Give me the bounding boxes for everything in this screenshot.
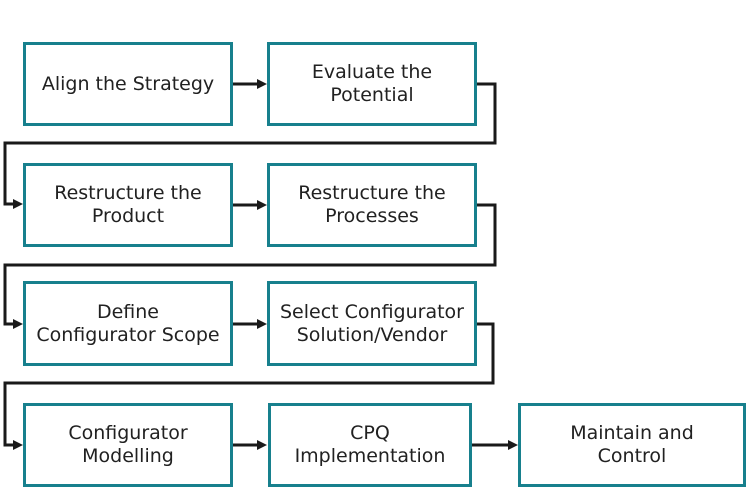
step-label: Select Configurator Solution/Vendor (280, 300, 464, 346)
step-box-cpq-implementation: CPQ Implementation (268, 403, 472, 487)
step-label: CPQ Implementation (294, 422, 446, 467)
step-label: Align the Strategy (41, 72, 215, 95)
wrap-connector-step2-to-step3 (3, 82, 497, 209)
step-box-restructure-the-product: Restructure the Product (23, 163, 233, 247)
step-box-configurator-modelling: Configurator Modelling (23, 403, 233, 487)
step-box-select-configurator-solution-vendor: Select Configurator Solution/Vendor (267, 281, 477, 366)
step-label: Define Configurator Scope (36, 300, 220, 346)
step-box-restructure-the-processes: Restructure the Processes (267, 163, 477, 247)
step-label: Configurator Modelling (68, 422, 188, 467)
wrap-connector-step6-to-step7 (3, 322, 495, 450)
step-label: Restructure the Product (54, 182, 202, 227)
step-box-maintain-and-control: Maintain and Control (518, 403, 746, 487)
wrap-connector-step4-to-step5 (3, 203, 497, 329)
step-box-define-configurator-scope: Define Configurator Scope (23, 281, 233, 366)
step-label: Evaluate the Potential (311, 61, 433, 106)
step-box-align-the-strategy: Align the Strategy (23, 42, 233, 126)
step-label: Maintain and Control (570, 422, 694, 467)
step-label: Restructure the Processes (298, 182, 446, 227)
step-box-evaluate-the-potential: Evaluate the Potential (267, 42, 477, 126)
